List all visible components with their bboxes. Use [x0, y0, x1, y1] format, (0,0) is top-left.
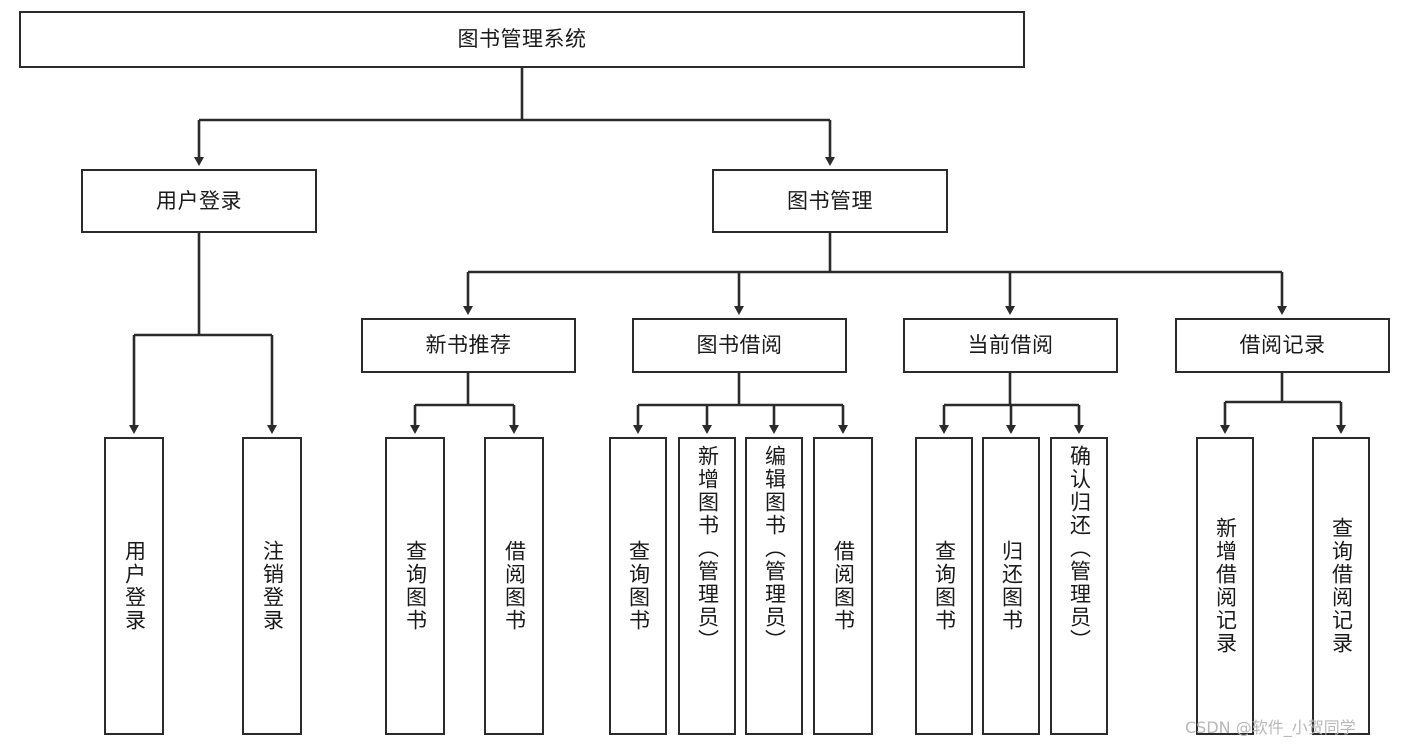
watermark-text: CSDN @软件_小贺同学 [1185, 718, 1356, 737]
node-leaf-borrow-book[interactable]: 借阅图书 [813, 437, 873, 735]
node-new-book-recommend-label: 新书推荐 [425, 333, 512, 358]
node-new-book-recommend[interactable]: 新书推荐 [361, 318, 576, 373]
node-leaf-confirm-return-label: 确认归还（管理员） [1067, 445, 1092, 652]
node-root[interactable]: 图书管理系统 [19, 11, 1025, 68]
node-leaf-add-borrow-record[interactable]: 新增借阅记录 [1196, 437, 1254, 735]
node-leaf-query-book-current[interactable]: 查询图书 [915, 437, 973, 735]
node-leaf-logout-label: 注销登录 [260, 540, 285, 632]
node-book-management[interactable]: 图书管理 [712, 169, 948, 233]
node-leaf-add-book-label: 新增图书（管理员） [695, 445, 720, 652]
node-user-login[interactable]: 用户登录 [81, 169, 317, 233]
node-book-borrow[interactable]: 图书借阅 [632, 318, 847, 373]
node-leaf-borrow-book-label: 借阅图书 [831, 540, 856, 632]
node-leaf-query-book-recommend[interactable]: 查询图书 [385, 437, 445, 735]
node-leaf-edit-book-label: 编辑图书（管理员） [762, 445, 787, 652]
node-borrow-record[interactable]: 借阅记录 [1175, 318, 1390, 373]
node-leaf-query-borrow-record[interactable]: 查询借阅记录 [1312, 437, 1370, 735]
node-root-label: 图书管理系统 [457, 27, 587, 52]
node-leaf-add-borrow-record-label: 新增借阅记录 [1213, 517, 1238, 655]
node-current-borrow[interactable]: 当前借阅 [903, 318, 1118, 373]
node-leaf-query-book-borrow[interactable]: 查询图书 [609, 437, 667, 735]
node-user-login-label: 用户登录 [156, 188, 242, 213]
node-leaf-logout[interactable]: 注销登录 [242, 437, 302, 735]
node-current-borrow-label: 当前借阅 [967, 333, 1054, 358]
node-leaf-user-login-label: 用户登录 [122, 540, 147, 632]
node-book-borrow-label: 图书借阅 [696, 333, 783, 358]
node-leaf-user-login[interactable]: 用户登录 [104, 437, 164, 735]
node-leaf-add-book[interactable]: 新增图书（管理员） [678, 437, 736, 735]
node-leaf-return-book[interactable]: 归还图书 [982, 437, 1040, 735]
node-leaf-borrow-book-recommend[interactable]: 借阅图书 [484, 437, 544, 735]
node-borrow-record-label: 借阅记录 [1239, 333, 1326, 358]
node-leaf-borrow-book-recommend-label: 借阅图书 [502, 540, 527, 632]
node-leaf-query-book-borrow-label: 查询图书 [626, 540, 651, 632]
node-leaf-query-book-recommend-label: 查询图书 [403, 540, 428, 632]
node-leaf-confirm-return[interactable]: 确认归还（管理员） [1050, 437, 1108, 735]
node-leaf-query-book-current-label: 查询图书 [932, 540, 957, 632]
node-leaf-query-borrow-record-label: 查询借阅记录 [1329, 517, 1354, 655]
node-leaf-return-book-label: 归还图书 [999, 540, 1024, 632]
node-leaf-edit-book[interactable]: 编辑图书（管理员） [745, 437, 803, 735]
node-book-management-label: 图书管理 [787, 188, 873, 213]
